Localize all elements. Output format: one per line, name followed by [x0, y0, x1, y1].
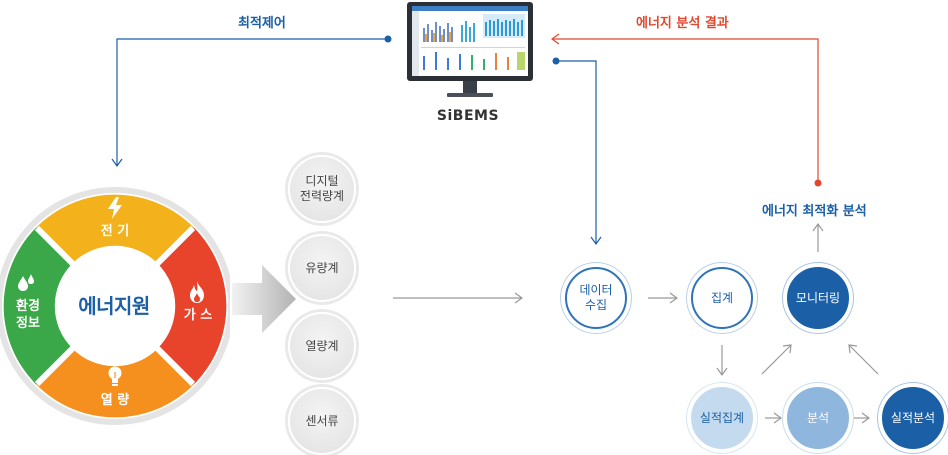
node-monitoring: 모니터링 — [787, 267, 849, 329]
ring-label-gas: 가 스 — [183, 308, 213, 323]
energy-source-title: 에너지원 — [78, 294, 150, 318]
ring-label-electric: 전 기 — [100, 224, 130, 239]
analysis-result-dot — [814, 179, 822, 187]
node-aggregate: 집계 — [691, 267, 753, 329]
water-drop-icon — [18, 274, 34, 291]
monitoring-to-optimize-arrow — [812, 222, 824, 252]
result-to-monitoring-arrow — [848, 344, 879, 375]
ring-segment-electric — [35, 194, 195, 265]
lightbulb-icon — [108, 366, 122, 386]
flame-icon — [190, 281, 204, 303]
meter-digital-power: 디지털 전력량계 — [288, 155, 356, 223]
meter-heat: 열량계 — [288, 312, 356, 380]
system-name-label: SiBEMS — [436, 108, 500, 124]
actual-to-monitoring-arrow — [761, 344, 792, 375]
energy-ring — [0, 187, 230, 425]
node-data-collect: 데이터 수집 — [565, 267, 627, 329]
meters-to-collect-arrow — [393, 292, 524, 304]
node-actual-analysis: 실적분석 — [882, 387, 944, 449]
optimal-control-connector — [111, 38, 388, 168]
analysis-to-result-arrow — [853, 412, 871, 424]
data-feed-dot — [552, 57, 560, 65]
meter-flow: 유량계 — [288, 234, 356, 302]
optimize-analysis-label: 에너지 최적화 분석 — [762, 204, 867, 219]
flow-arrow-icon — [232, 265, 296, 333]
collect-to-aggregate-arrow — [648, 292, 679, 304]
actual-to-analysis-arrow — [765, 412, 783, 424]
aggregate-to-actual-arrow — [716, 345, 728, 377]
lightning-icon — [108, 197, 122, 219]
analysis-result-label: 에너지 분석 결과 — [636, 16, 729, 31]
data-feed-connector — [556, 60, 602, 246]
ring-label-environment: 환경 정보 — [16, 299, 40, 331]
optimal-control-dot — [384, 35, 392, 43]
analysis-result-connector — [550, 33, 819, 183]
ring-segment-gas — [157, 227, 227, 385]
ring-label-heat: 열 량 — [100, 393, 130, 408]
ring-segment-environment — [3, 227, 73, 385]
node-analysis: 분석 — [787, 387, 849, 449]
meter-sensors: 센서류 — [288, 387, 356, 455]
node-actual-aggregate: 실적집계 — [691, 387, 753, 449]
sibems-monitor-icon — [407, 2, 533, 97]
optimal-control-label: 최적제어 — [238, 16, 286, 31]
